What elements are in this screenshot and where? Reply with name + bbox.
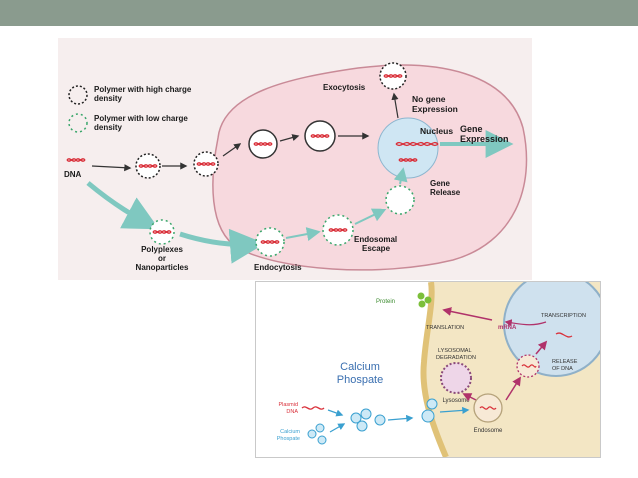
- label-no-gene-1: No gene: [412, 94, 446, 104]
- label-lysosome: Lysosome: [442, 398, 470, 404]
- plasmid-arrow: [327, 409, 344, 417]
- to-lysosome-arrow: [462, 393, 477, 402]
- polyplex-uptake-diagram: Polymer with high charge density Polymer…: [58, 38, 532, 280]
- slide-title-bar: [0, 0, 638, 26]
- label-plasmid-1: Plasmid: [278, 402, 298, 408]
- release-vesicle: [516, 354, 540, 378]
- legend-high-line1: Polymer with high charge: [94, 85, 192, 94]
- label-nucleus: Nucleus: [420, 126, 453, 136]
- label-gene-expression-2: Expression: [460, 134, 509, 144]
- high-charge-polymer-icon: [68, 85, 88, 105]
- complex-particle: [350, 412, 362, 424]
- endosomal-escape-vesicle: [322, 214, 354, 246]
- release-arrow: [505, 376, 521, 401]
- gene-release-arrow: [393, 167, 408, 185]
- legend-high-charge: Polymer with high charge density: [68, 85, 192, 105]
- escape-arrow: [354, 208, 387, 225]
- label-translation: TRANSLATION: [426, 325, 464, 331]
- endocytosis-vesicle: [255, 227, 285, 257]
- exocytosis-arrow: [391, 92, 399, 119]
- to-nucleus-arrow: [535, 340, 548, 355]
- label-polyplexes-1: Polyplexes: [141, 245, 183, 254]
- label-plasmid-2: DNA: [286, 409, 298, 415]
- calcium-phosphate-particle: [315, 423, 325, 433]
- label-lyso-deg-1: LYSOSOMAL: [438, 348, 472, 354]
- to-endocytosis-arrow: [179, 228, 265, 264]
- protein-dot: [417, 292, 425, 300]
- label-endocytosis: Endocytosis: [254, 263, 302, 272]
- to-nanoparticles-arrow: [86, 181, 160, 230]
- protein-dot: [424, 296, 432, 304]
- calcium-phosphate-svg: Protein TRANSLATION mRNA TRANSCRIPTION L…: [256, 282, 600, 457]
- nanoparticle-low-charge: [149, 219, 175, 245]
- nuclear-dna-strand: [395, 141, 439, 147]
- polyplex-high-charge: [135, 153, 161, 179]
- endosome-arrow-1: [279, 134, 300, 142]
- title-calcium: Calcium: [340, 361, 380, 373]
- label-protein: Protein: [376, 299, 395, 305]
- exocytosis-vesicle: [379, 62, 407, 90]
- calcium-phosphate-particle: [307, 429, 317, 439]
- release-dna-icon: [521, 364, 537, 368]
- label-release-1: RELEASE: [552, 359, 578, 365]
- plasmid-dna-icon: [301, 406, 325, 410]
- gene-release-vesicle: [385, 185, 415, 215]
- calcium-phosphate-particle: [317, 435, 327, 445]
- label-release-2: OF DNA: [552, 366, 573, 372]
- label-exocytosis: Exocytosis: [323, 83, 366, 92]
- title-phospate: Phospate: [337, 374, 383, 386]
- membrane-complex: [421, 409, 435, 423]
- label-no-gene-2: Expression: [412, 104, 458, 114]
- dna-to-polyplex-arrow: [91, 164, 132, 172]
- label-gene-release-1: Gene: [430, 179, 451, 188]
- lysosome: [440, 362, 472, 394]
- legend-high-line2: density: [94, 94, 123, 103]
- protein-dot: [418, 300, 426, 308]
- entry-arrow: [222, 143, 242, 157]
- label-gene-expression-1: Gene: [460, 124, 483, 134]
- calcium-phosphate-diagram: Protein TRANSLATION mRNA TRANSCRIPTION L…: [255, 281, 601, 458]
- nucleus-2: [503, 282, 600, 377]
- endosome-1: [248, 129, 278, 159]
- uptake-arrow: [387, 414, 414, 423]
- low-charge-polymer-icon: [68, 113, 88, 133]
- label-endosomal-1: Endosomal: [354, 235, 397, 244]
- complex-particle: [360, 408, 372, 420]
- label-lyso-deg-2: DEGRADATION: [436, 355, 476, 361]
- polyplex-uptake-svg: Polymer with high charge density Polymer…: [58, 38, 532, 280]
- label-endosome: Endosome: [474, 428, 503, 434]
- endosome-dna-icon: [479, 406, 497, 410]
- legend-dna: DNA: [64, 158, 86, 179]
- membrane-complex: [426, 398, 438, 410]
- cell-membrane-2: [420, 282, 449, 457]
- label-transcription: TRANSCRIPTION: [541, 313, 586, 319]
- transcription-arrow: [504, 319, 547, 327]
- label-polyplexes-2: or: [158, 254, 166, 263]
- legend-dna-label: DNA: [64, 170, 82, 179]
- calcium-arrow: [329, 423, 346, 433]
- nuclear-dna-icon-2: [555, 332, 573, 338]
- label-endosomal-2: Escape: [362, 244, 391, 253]
- legend-low-line1: Polymer with low charge: [94, 114, 188, 123]
- label-gene-release-2: Release: [430, 188, 461, 197]
- label-calcium-1: Calcium: [280, 429, 300, 435]
- endocytosis-arrow-2: [439, 406, 470, 415]
- legend-low-line2: density: [94, 123, 123, 132]
- endocytosis-arrow: [285, 227, 321, 241]
- label-calcium-2: Phospate: [277, 436, 300, 442]
- nucleus: [377, 117, 439, 179]
- membrane-entry-vesicle: [193, 151, 219, 177]
- translation-arrow: [442, 307, 493, 321]
- complex-particle: [356, 420, 368, 432]
- label-polyplexes-3: Nanoparticles: [136, 263, 189, 272]
- complex-particle: [374, 414, 386, 426]
- endosome-2: [304, 120, 336, 152]
- legend-low-charge: Polymer with low charge density: [68, 113, 188, 133]
- label-mrna: mRNA: [498, 325, 517, 331]
